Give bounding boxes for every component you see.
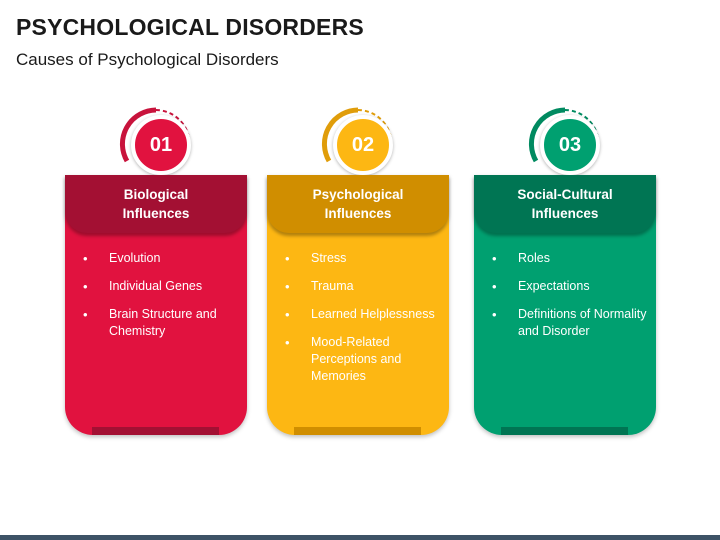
list-item: Learned Helplessness <box>281 306 441 323</box>
heading-line: Psychological <box>312 187 404 202</box>
list-item: Definitions of Normality and Disorder <box>488 306 648 340</box>
number-badge: 01 <box>131 115 191 175</box>
item-list: Stress Trauma Learned Helplessness Mood-… <box>281 250 441 396</box>
list-item: Stress <box>281 250 441 267</box>
heading-line: Influences <box>324 206 392 221</box>
page-title: PSYCHOLOGICAL DISORDERS <box>16 14 364 40</box>
list-item: Brain Structure and Chemistry <box>79 306 239 340</box>
list-item: Expectations <box>488 278 648 295</box>
item-list: Evolution Individual Genes Brain Structu… <box>79 250 239 351</box>
number-badge: 03 <box>540 115 600 175</box>
list-item: Trauma <box>281 278 441 295</box>
heading-line: Social-Cultural <box>517 187 613 202</box>
page-subtitle: Causes of Psychological Disorders <box>16 50 279 69</box>
heading-line: Biological <box>123 187 189 202</box>
item-list: Roles Expectations Definitions of Normal… <box>488 250 648 351</box>
bottom-bar <box>0 535 720 540</box>
list-item: Roles <box>488 250 648 267</box>
card-foot <box>501 427 628 435</box>
card-foot <box>294 427 421 435</box>
number-badge: 02 <box>333 115 393 175</box>
list-item: Mood-Related Perceptions and Memories <box>281 334 441 385</box>
list-item: Evolution <box>79 250 239 267</box>
heading-line: Influences <box>531 206 599 221</box>
heading-line: Influences <box>122 206 190 221</box>
card-foot <box>92 427 219 435</box>
list-item: Individual Genes <box>79 278 239 295</box>
